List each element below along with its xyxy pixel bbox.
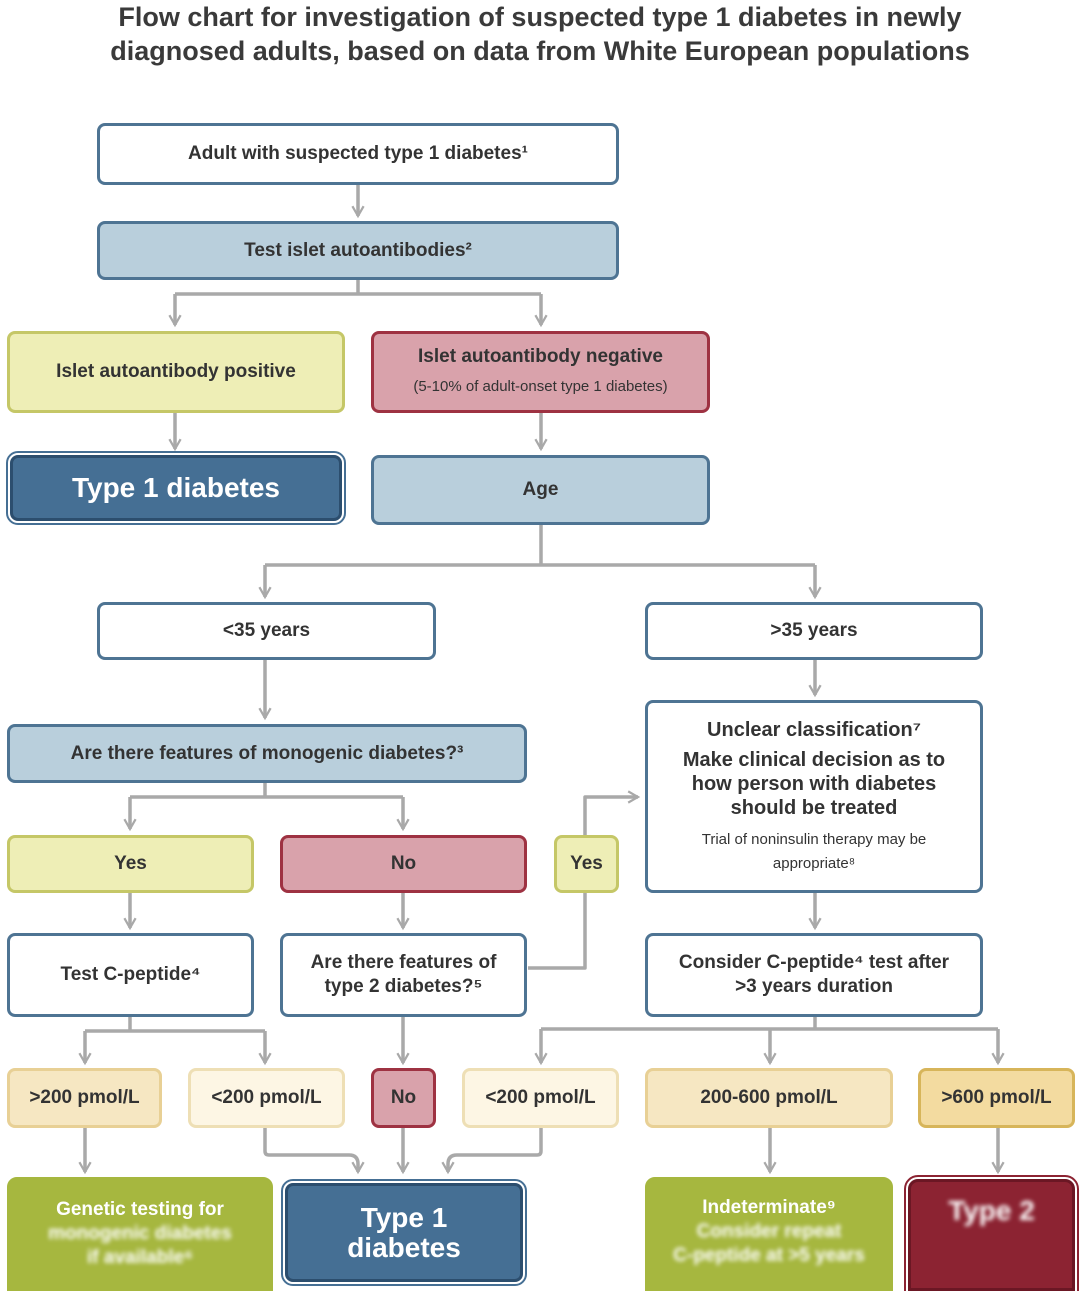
monogenic-no-label: No [390, 853, 417, 874]
antibody-negative-note: (5-10% of adult-onset type 1 diabetes) [413, 378, 668, 395]
monogenic-question-label: Are there features of monogenic diabetes… [70, 742, 464, 764]
arrow-type2q-to-yes [528, 893, 587, 970]
monogenic-no-box: No [280, 835, 527, 893]
type1-diabetes-bottom-box: Type 1 diabetes [281, 1179, 527, 1286]
over-35-label: >35 years [770, 620, 858, 641]
consider-cpeptide-label: Consider C-peptide⁴ test after >3 years … [678, 952, 950, 997]
under-35-box: <35 years [97, 602, 436, 660]
indeterminate-box: Indeterminate⁹ Consider repeat C-peptide… [645, 1177, 893, 1291]
adult-suspected-label: Adult with suspected type 1 diabetes¹ [188, 143, 528, 164]
consider-cpeptide-box: Consider C-peptide⁴ test after >3 years … [645, 933, 983, 1017]
genetic-testing-line-1: Genetic testing for [56, 1199, 224, 1220]
type1-diabetes-top-box: Type 1 diabetes [6, 451, 346, 525]
page-title: Flow chart for investigation of suspecte… [0, 0, 1080, 68]
indeterminate-line-2: Consider repeat [696, 1221, 842, 1242]
type2-diabetes-label: Type 2 [948, 1195, 1035, 1226]
range-200-600-box: 200-600 pmol/L [645, 1068, 893, 1128]
range-200-600-label: 200-600 pmol/L [700, 1087, 838, 1108]
lt200-left-box: <200 pmol/L [188, 1068, 345, 1128]
unclear-classification-note: Trial of noninsulin therapy may be appro… [701, 830, 927, 872]
adult-suspected-box: Adult with suspected type 1 diabetes¹ [97, 123, 619, 185]
monogenic-yes-box: Yes [7, 835, 254, 893]
under-35-label: <35 years [222, 620, 311, 641]
arrow-testcpep-split [85, 1017, 265, 1033]
antibody-negative-box: Islet autoantibody negative (5-10% of ad… [371, 331, 710, 413]
arrow-test-split [175, 280, 541, 296]
lt200-right-box: <200 pmol/L [462, 1068, 619, 1128]
arrow-age-split [265, 525, 815, 567]
genetic-testing-line-2: monogenic diabetes [48, 1223, 232, 1244]
type1-diabetes-top-label: Type 1 diabetes [71, 472, 280, 503]
type2-features-question-box: Are there features of type 2 diabetes?⁵ [280, 933, 527, 1017]
gt600-box: >600 pmol/L [918, 1068, 1075, 1128]
test-cpeptide-label: Test C-peptide⁴ [60, 964, 201, 985]
unclear-classification-box: Unclear classification⁷ Make clinical de… [645, 700, 983, 893]
arrow-monogenic-split [130, 783, 403, 799]
monogenic-question-box: Are there features of monogenic diabetes… [7, 724, 527, 783]
title-line-2: diagnosed adults, based on data from Whi… [110, 36, 970, 66]
indeterminate-label: Indeterminate⁹ [702, 1197, 836, 1218]
lt200-right-label: <200 pmol/L [485, 1087, 596, 1108]
lt200-left-label: <200 pmol/L [211, 1087, 322, 1108]
age-box: Age [371, 455, 710, 525]
test-cpeptide-box: Test C-peptide⁴ [7, 933, 254, 1017]
gt200-box: >200 pmol/L [7, 1068, 162, 1128]
arrow-lt200left-to-type1 [263, 1128, 365, 1175]
monogenic-yes-label: Yes [114, 853, 147, 874]
antibody-positive-label: Islet autoantibody positive [56, 361, 296, 382]
type2-features-no-box: No [371, 1068, 436, 1128]
gt600-label: >600 pmol/L [941, 1087, 1052, 1108]
arrow-lt200right-to-type1 [441, 1128, 543, 1175]
title-line-1: Flow chart for investigation of suspecte… [118, 2, 962, 32]
unclear-classification-title: Unclear classification⁷ [707, 718, 921, 741]
genetic-testing-line-3: if available⁶ [87, 1247, 193, 1268]
genetic-testing-box: Genetic testing for monogenic diabetes i… [7, 1177, 273, 1291]
type1-diabetes-bottom-label: Type 1 diabetes [347, 1201, 461, 1263]
arrow-consider-split [541, 1017, 998, 1031]
type2-features-yes-box: Yes [554, 835, 619, 893]
unclear-classification-body: Make clinical decision as to how person … [682, 748, 946, 819]
type2-features-question-label: Are there features of type 2 diabetes?⁵ [310, 952, 497, 997]
gt200-label: >200 pmol/L [29, 1087, 140, 1108]
antibody-positive-box: Islet autoantibody positive [7, 331, 345, 413]
test-islet-label: Test islet autoantibodies² [244, 239, 472, 261]
type2-diabetes-box: Type 2 [904, 1175, 1079, 1291]
test-islet-box: Test islet autoantibodies² [97, 221, 619, 280]
age-label: Age [522, 479, 559, 500]
antibody-negative-label: Islet autoantibody negative [418, 346, 663, 367]
type2-features-no-label: No [390, 1087, 417, 1108]
type2-features-yes-label: Yes [570, 853, 603, 874]
indeterminate-line-3: C-peptide at >5 years [673, 1245, 865, 1266]
arrow-yes-to-unclear [583, 790, 641, 835]
over-35-box: >35 years [645, 602, 983, 660]
